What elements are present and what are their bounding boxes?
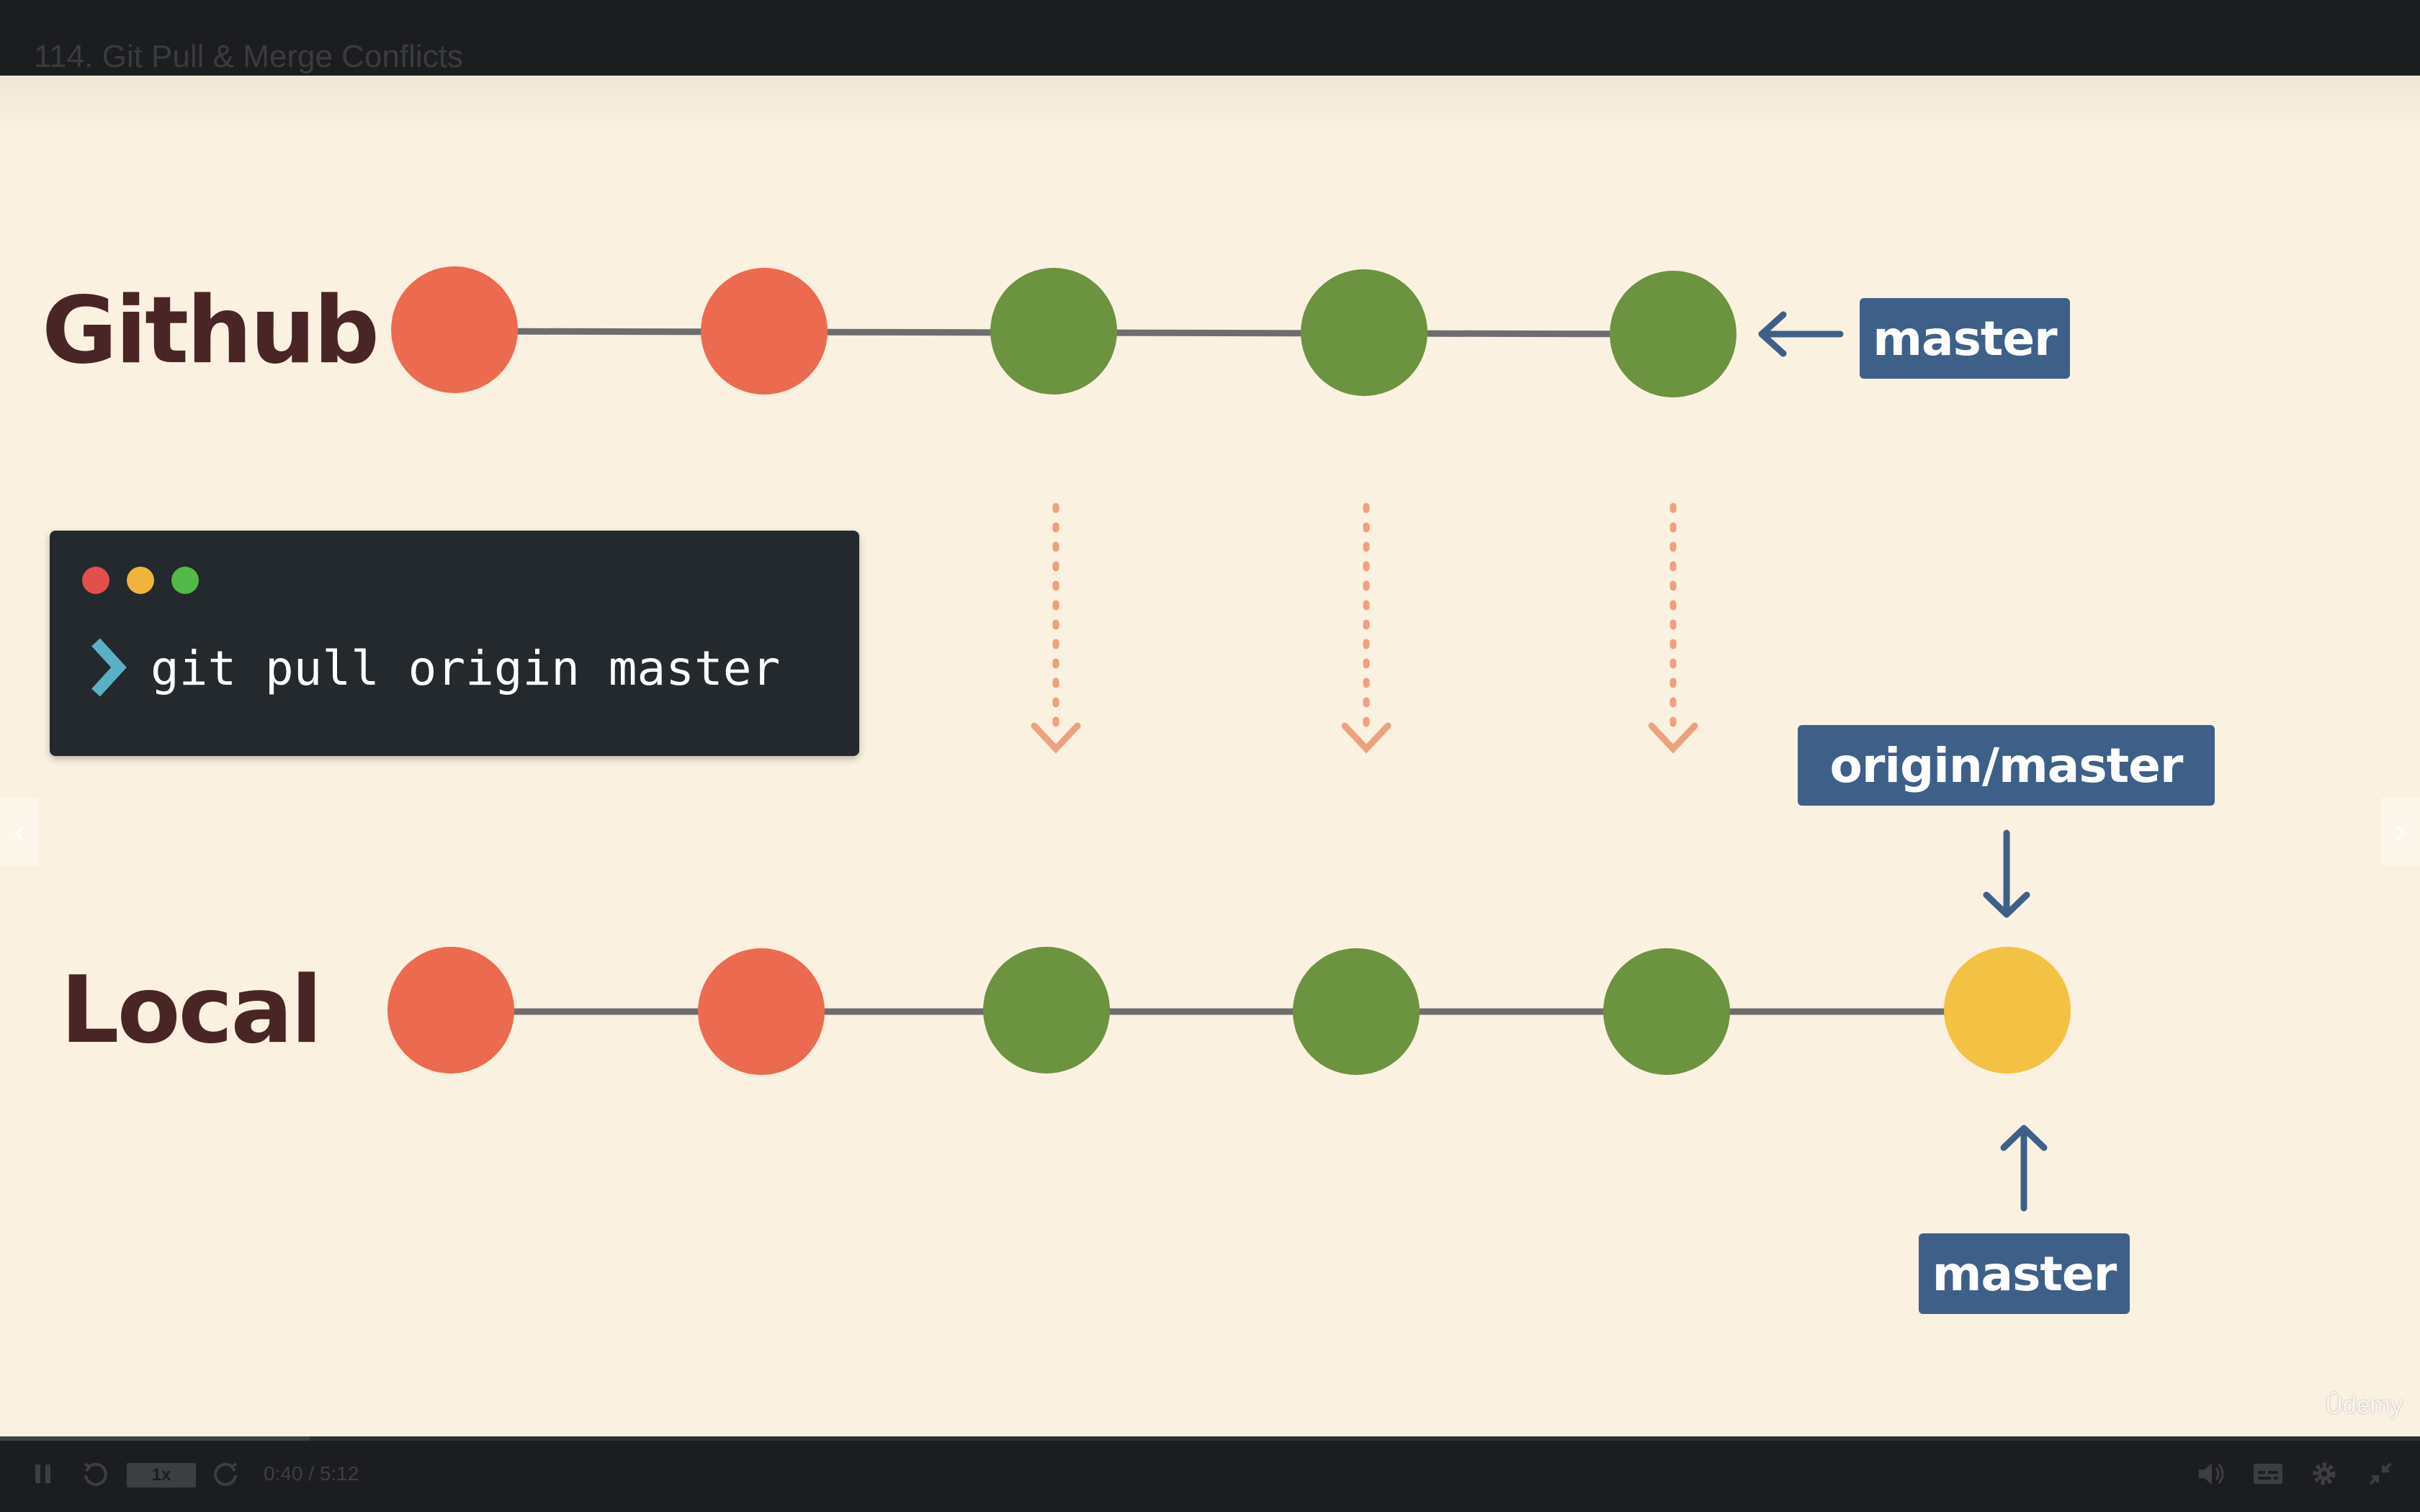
slide: Github Local git pull origin master mast…	[0, 76, 2420, 1436]
local-commit	[983, 947, 1110, 1074]
exit-fullscreen-button[interactable]	[2362, 1458, 2398, 1490]
local-master-label: master	[1919, 1233, 2130, 1314]
terminal-command: git pull origin master	[151, 641, 781, 696]
previous-lecture-button[interactable]: ‹	[0, 798, 39, 865]
github-master-pointer-arrow	[1758, 311, 1844, 357]
pull-arrow	[1341, 503, 1392, 754]
forward-5-icon	[214, 1462, 238, 1486]
local-commit	[387, 947, 514, 1074]
time-display: 0:40 / 5:12	[264, 1462, 359, 1485]
local-commit	[1293, 948, 1420, 1075]
next-lecture-button[interactable]: ›	[2381, 798, 2420, 865]
rewind-button[interactable]	[78, 1458, 112, 1490]
volume-icon	[2199, 1463, 2224, 1485]
exit-fullscreen-icon	[2369, 1462, 2392, 1485]
forward-button[interactable]	[209, 1458, 243, 1490]
pull-arrow	[1031, 503, 1081, 754]
captions-button[interactable]	[2250, 1458, 2286, 1490]
captions-icon	[2254, 1464, 2282, 1484]
rewind-5-icon	[84, 1462, 107, 1486]
window-maximize-dot	[171, 567, 199, 594]
lecture-title: 114. Git Pull & Merge Conflicts	[34, 39, 463, 74]
local-master-pointer-arrow	[2000, 1125, 2048, 1212]
chevron-left-icon: ‹	[14, 814, 25, 849]
window-close-dot	[82, 567, 109, 594]
local-label: Local	[60, 957, 323, 1064]
pull-arrow	[1648, 503, 1698, 754]
gear-icon	[2313, 1462, 2336, 1485]
local-commit	[1944, 947, 2071, 1074]
progress-bar[interactable]	[0, 1436, 2420, 1441]
slide-shade	[0, 76, 2420, 133]
play-pause-button[interactable]	[29, 1458, 58, 1490]
github-commit	[391, 266, 518, 393]
origin-master-label: origin/master	[1798, 725, 2215, 806]
progress-fill	[0, 1436, 310, 1441]
video-title-bar: 114. Git Pull & Merge Conflicts	[0, 0, 2420, 76]
udemy-watermark: Ûdemy	[2325, 1392, 2403, 1419]
pause-icon	[35, 1464, 50, 1483]
player-controls: 1x 0:40 / 5:12	[0, 1436, 2420, 1512]
playback-speed-button[interactable]: 1x	[127, 1463, 196, 1488]
local-commits	[387, 947, 2071, 1075]
github-commit	[1610, 271, 1736, 397]
origin-master-pointer-arrow	[1983, 829, 2030, 918]
settings-button[interactable]	[2306, 1458, 2342, 1490]
prompt-chevron-icon	[91, 638, 127, 697]
terminal-window: git pull origin master	[50, 531, 859, 756]
github-label: Github	[42, 277, 380, 384]
volume-button[interactable]	[2194, 1458, 2230, 1490]
github-master-label: master	[1860, 298, 2070, 379]
commit-diagram	[387, 266, 2071, 1212]
github-commit	[1301, 269, 1428, 396]
github-commits	[391, 266, 1736, 397]
local-commit	[1603, 948, 1730, 1075]
github-commit	[990, 268, 1117, 395]
local-commit	[698, 948, 825, 1075]
chevron-right-icon: ›	[2395, 814, 2406, 849]
window-minimize-dot	[127, 567, 154, 594]
github-commit	[701, 268, 828, 395]
